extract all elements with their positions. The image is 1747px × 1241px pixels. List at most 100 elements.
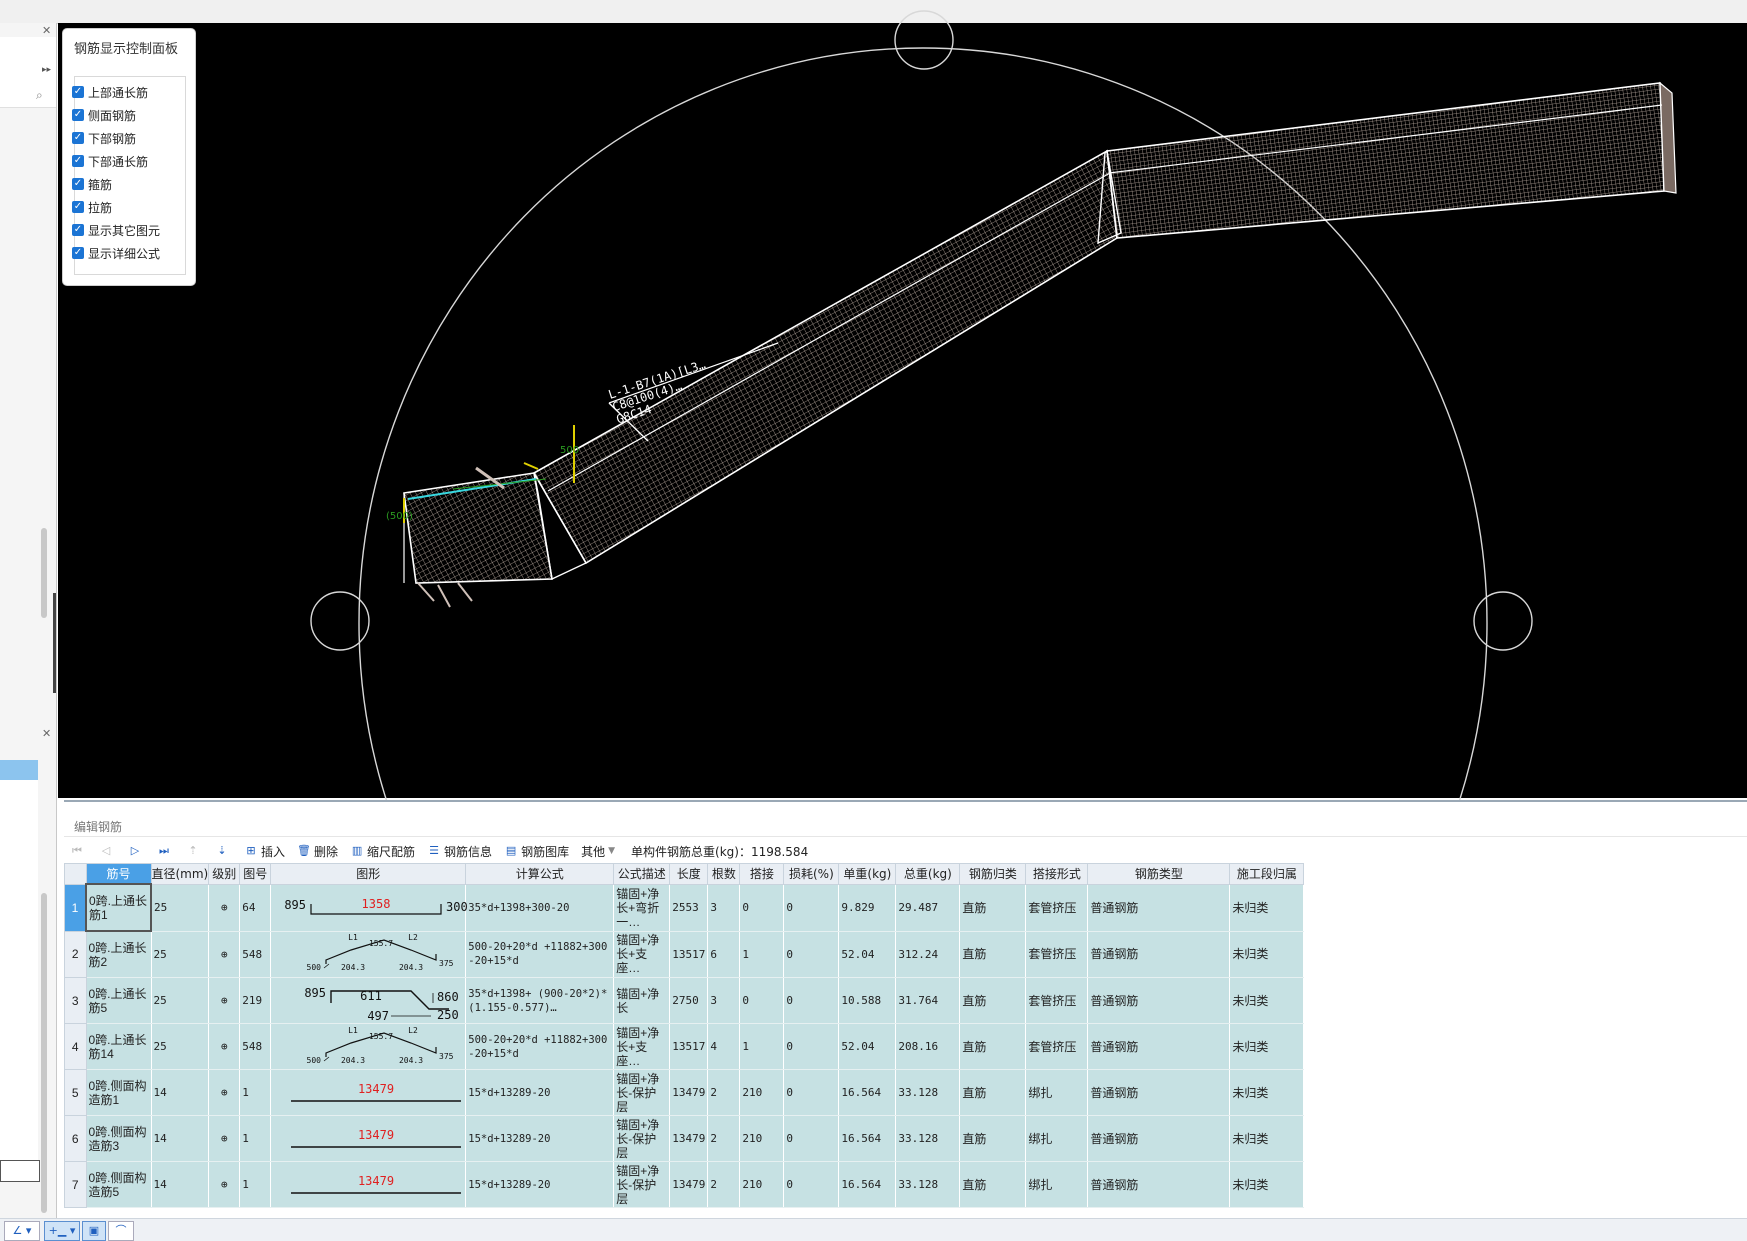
snap-tool-button[interactable]: +▁ ▾ (44, 1221, 80, 1241)
scrollbar[interactable] (41, 528, 47, 618)
formula-description-cell[interactable]: 锚固+净长+弯折一… (613, 884, 671, 932)
length-cell[interactable]: 13479 (669, 1069, 709, 1116)
beam-horizontal[interactable] (1106, 82, 1665, 239)
list-item[interactable] (0, 760, 38, 780)
length-cell[interactable]: 13479 (669, 1161, 709, 1208)
rebar-type-cell[interactable]: 普通钢筋 (1087, 977, 1231, 1024)
shape-cell[interactable]: 13479 (270, 1161, 467, 1208)
delete-button[interactable]: 🗑删除 (297, 844, 339, 859)
grade-cell[interactable]: ⊕ (208, 884, 241, 932)
loss-cell[interactable]: 0 (783, 1115, 840, 1162)
column-header[interactable]: 计算公式 (465, 863, 615, 885)
count-cell[interactable]: 2 (707, 1069, 741, 1116)
formula-cell[interactable]: 35*d+1398+ (900-20*2)*(1.155-0.577)… (465, 977, 615, 1024)
column-header[interactable]: 筋号 (85, 863, 152, 885)
3d-viewport[interactable]: 500 (500) L-1-B7(1A)[L3… C8@100(4)… G8C1… (58, 10, 1747, 1199)
formula-description-cell[interactable]: 锚固+净长 (613, 977, 671, 1024)
lap-cell[interactable]: 210 (739, 1115, 785, 1162)
lap-cell[interactable]: 210 (739, 1069, 785, 1116)
rebar-type-cell[interactable]: 普通钢筋 (1087, 931, 1231, 978)
row-number[interactable]: 2 (64, 930, 87, 978)
lap-form-cell[interactable]: 绑扎 (1025, 1069, 1089, 1116)
checkbox-checked-icon[interactable]: ✓ (72, 109, 84, 121)
search-row[interactable]: ⌕ (0, 85, 56, 108)
formula-description-cell[interactable]: 锚固+净长-保护层 (613, 1115, 671, 1162)
checkbox-option[interactable]: ✓下部通长筋 (72, 152, 148, 170)
lap-cell[interactable]: 1 (739, 931, 785, 978)
total-weight-cell[interactable]: 29.487 (895, 884, 961, 932)
grade-cell[interactable]: ⊕ (208, 1161, 241, 1208)
list-item[interactable] (0, 820, 38, 841)
checkbox-checked-icon[interactable]: ✓ (72, 155, 84, 167)
rebar-type-cell[interactable]: 普通钢筋 (1087, 1115, 1231, 1162)
row-number[interactable]: 7 (64, 1161, 87, 1208)
list-item[interactable]: ▸▸ (0, 59, 56, 86)
list-item[interactable] (0, 780, 38, 801)
unit-weight-cell[interactable]: 52.04 (838, 1023, 897, 1070)
list-item[interactable] (0, 860, 38, 881)
total-weight-cell[interactable]: 33.128 (895, 1115, 961, 1162)
lap-cell[interactable]: 1 (739, 1023, 785, 1070)
formula-cell[interactable]: 500-20+20*d +11882+300-20+15*d (465, 931, 615, 978)
loss-cell[interactable]: 0 (783, 1069, 840, 1116)
orbit-handle-right[interactable] (1473, 591, 1533, 651)
loss-cell[interactable]: 0 (783, 1023, 840, 1070)
segment-cell[interactable]: 未归类 (1229, 977, 1305, 1024)
category-cell[interactable]: 直筋 (959, 884, 1027, 932)
list-item[interactable] (0, 1000, 38, 1021)
rebar-type-cell[interactable]: 普通钢筋 (1087, 1161, 1231, 1208)
rebar-name-cell[interactable]: 0跨.侧面构造筋5 (85, 1161, 152, 1208)
row-number[interactable]: 4 (64, 1023, 87, 1070)
row-number[interactable]: 3 (64, 977, 87, 1024)
prev-record-button[interactable]: ◁ (99, 844, 116, 858)
grade-cell[interactable]: ⊕ (208, 1115, 241, 1162)
category-cell[interactable]: 直筋 (959, 1161, 1027, 1208)
rebar-name-cell[interactable]: 0跨.侧面构造筋1 (85, 1069, 152, 1116)
segment-cell[interactable]: 未归类 (1229, 1023, 1305, 1070)
column-header[interactable]: 图号 (239, 863, 272, 885)
lap-form-cell[interactable]: 套管挤压 (1025, 884, 1089, 932)
list-item[interactable] (0, 980, 38, 1001)
column-header[interactable]: 搭接 (739, 863, 785, 885)
figure-number-cell[interactable]: 64 (239, 884, 272, 932)
row-number[interactable]: 6 (64, 1115, 87, 1162)
arc-tool-button[interactable]: ⌒ (108, 1221, 134, 1241)
row-number[interactable]: 1 (64, 883, 87, 932)
move-down-button[interactable]: ⇣ (215, 844, 232, 858)
category-cell[interactable]: 直筋 (959, 1023, 1027, 1070)
list-item-selected[interactable] (0, 1160, 40, 1182)
shape-cell[interactable]: 13479 (270, 1115, 467, 1162)
rebar-name-cell[interactable]: 0跨.上通长筋2 (85, 931, 152, 978)
rebar-type-cell[interactable]: 普通钢筋 (1087, 1069, 1231, 1116)
figure-number-cell[interactable]: 1 (239, 1161, 272, 1208)
list-item[interactable] (0, 1040, 38, 1061)
angle-tool-button[interactable]: ∠ ▾ (4, 1221, 40, 1241)
list-item[interactable] (0, 900, 38, 921)
formula-cell[interactable]: 35*d+1398+300-20 (465, 884, 615, 932)
lap-cell[interactable]: 0 (739, 884, 785, 932)
list-item[interactable] (0, 1080, 38, 1101)
grade-cell[interactable]: ⊕ (208, 931, 241, 978)
row-number[interactable]: 5 (64, 1069, 87, 1116)
list-item[interactable] (0, 940, 38, 961)
move-up-button[interactable]: ⇡ (186, 844, 203, 858)
list-item[interactable] (0, 960, 38, 981)
count-cell[interactable]: 2 (707, 1161, 741, 1208)
checkbox-option[interactable]: ✓上部通长筋 (72, 83, 148, 101)
length-cell[interactable]: 2553 (669, 884, 709, 932)
list-item[interactable] (0, 37, 56, 60)
list-item[interactable] (0, 1020, 38, 1041)
length-cell[interactable]: 13517 (669, 1023, 709, 1070)
total-weight-cell[interactable]: 33.128 (895, 1069, 961, 1116)
scrollbar[interactable] (41, 893, 47, 1213)
loss-cell[interactable]: 0 (783, 977, 840, 1024)
checkbox-checked-icon[interactable]: ✓ (72, 247, 84, 259)
list-item[interactable] (0, 1060, 38, 1081)
lap-form-cell[interactable]: 套管挤压 (1025, 1023, 1089, 1070)
formula-description-cell[interactable]: 锚固+净长+支座… (613, 1023, 671, 1070)
rebar-name-cell[interactable]: 0跨.上通长筋14 (85, 1023, 152, 1070)
total-weight-cell[interactable]: 33.128 (895, 1161, 961, 1208)
